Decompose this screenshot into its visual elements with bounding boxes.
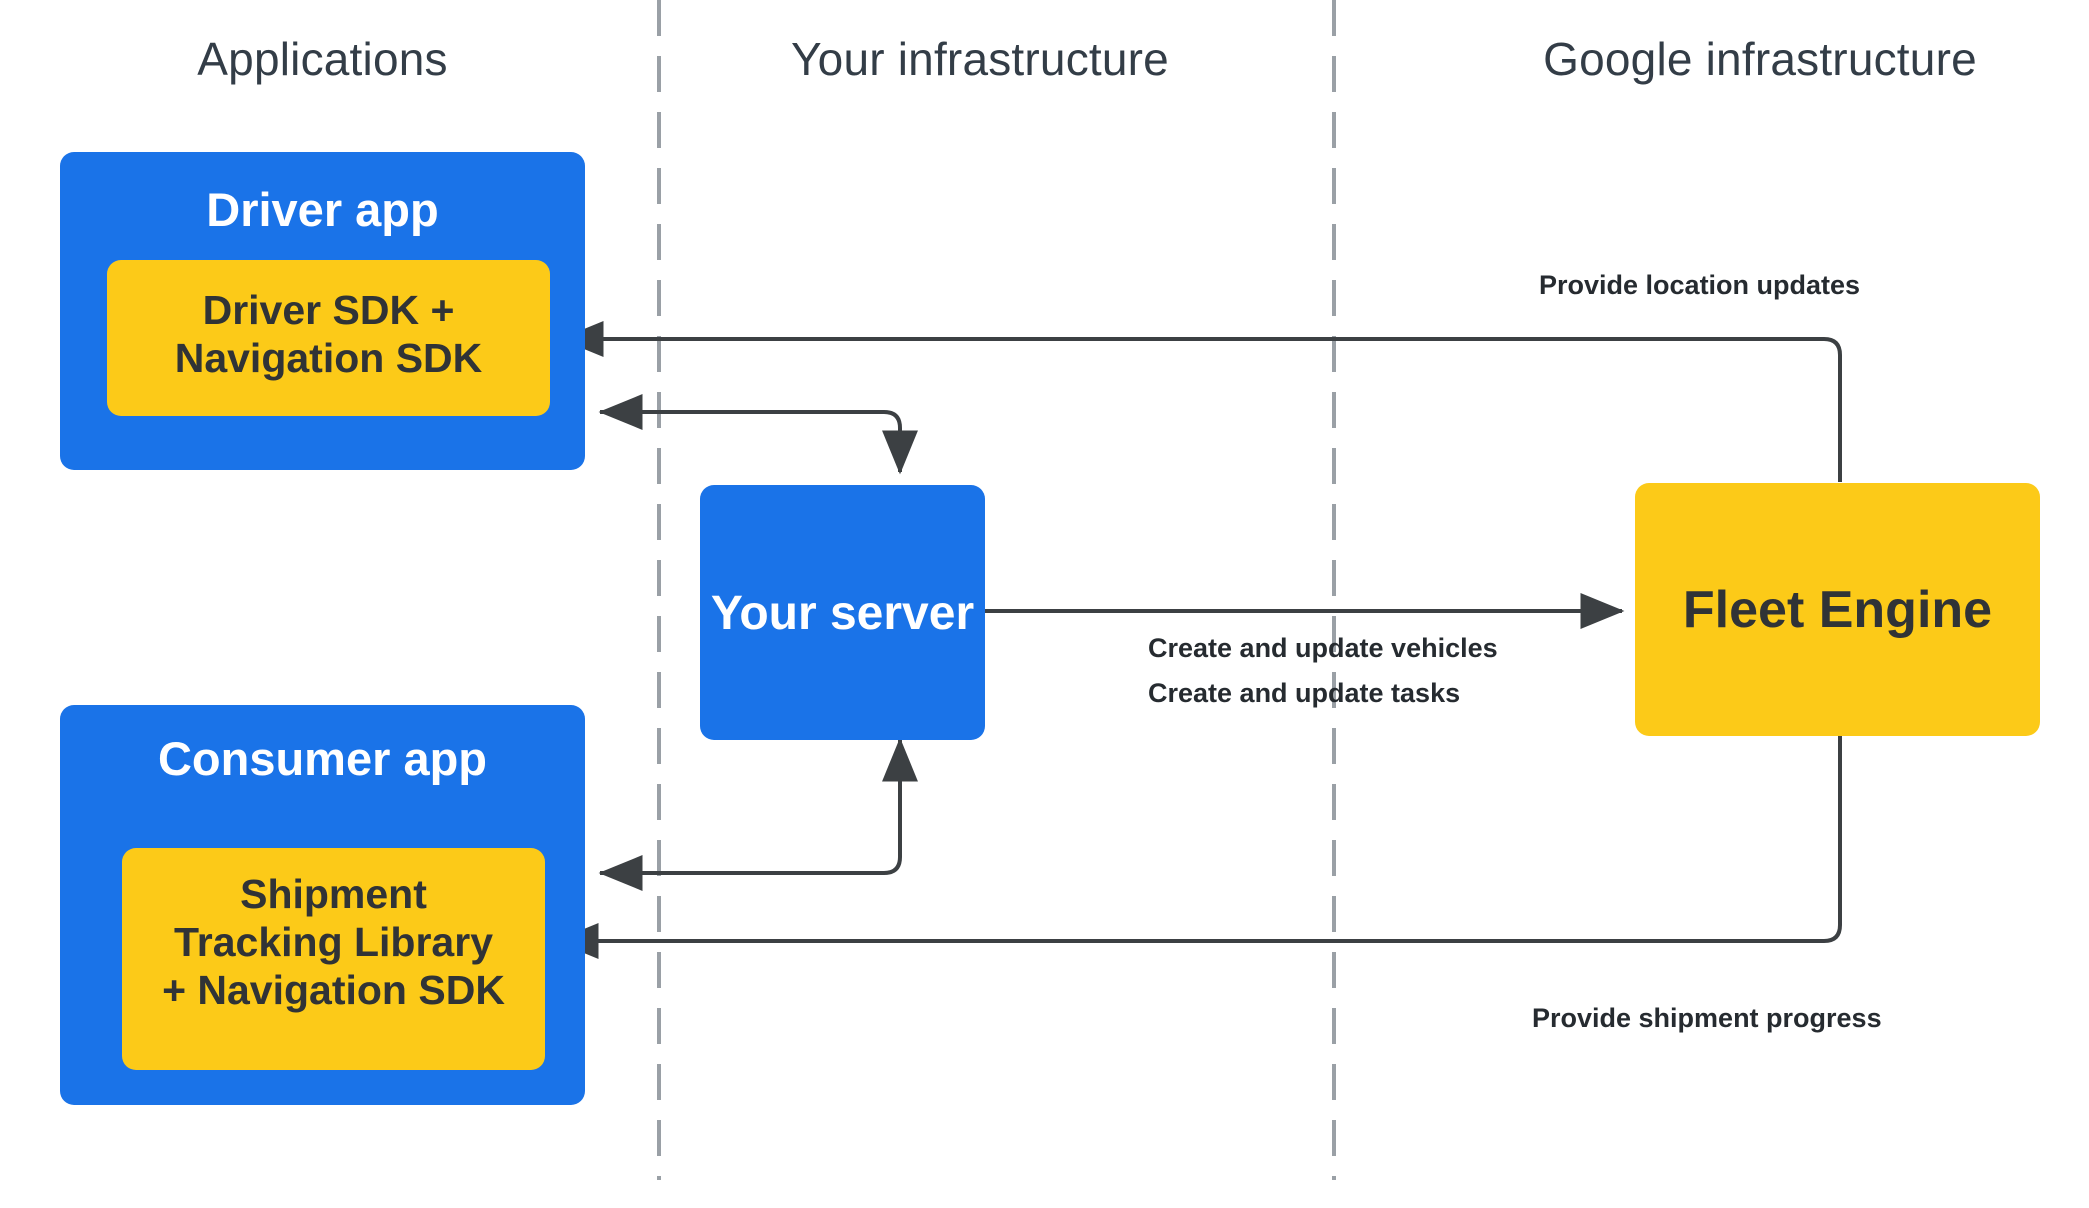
- node-driver-sdk-label-line1: Driver SDK +: [202, 287, 455, 333]
- node-fleet-engine-label: Fleet Engine: [1682, 581, 1993, 639]
- edge-provide-shipment-progress: [554, 736, 1842, 959]
- node-driver-sdk-label-line2: Navigation SDK: [174, 335, 483, 381]
- node-shipment-tracking-library-label-line2: Tracking Library: [173, 919, 493, 965]
- edge-label-provide-shipment-progress: Provide shipment progress: [1532, 1003, 1882, 1033]
- edge-consumer-app-to-your-server: [600, 758, 902, 875]
- node-fleet-engine[interactable]: Fleet Engine: [1635, 483, 2040, 736]
- node-driver-app[interactable]: Driver app Driver SDK + Navigation SDK: [60, 152, 585, 470]
- column-header-google-infrastructure: Google infrastructure: [1543, 33, 1977, 85]
- column-header-applications: Applications: [197, 33, 448, 85]
- node-shipment-tracking-library-label-line3: + Navigation SDK: [162, 967, 505, 1013]
- edge-label-create-and-update-vehicles: Create and update vehicles: [1148, 633, 1498, 663]
- node-consumer-app[interactable]: Consumer app Shipment Tracking Library +…: [60, 705, 585, 1105]
- node-your-server-label: Your server: [710, 587, 975, 640]
- node-shipment-tracking-library-label-line1: Shipment: [240, 871, 427, 917]
- node-driver-app-label: Driver app: [206, 183, 439, 236]
- column-header-your-infrastructure: Your infrastructure: [791, 33, 1169, 85]
- edge-label-create-and-update-tasks: Create and update tasks: [1148, 678, 1461, 708]
- node-shipment-tracking-library[interactable]: Shipment Tracking Library + Navigation S…: [122, 848, 545, 1070]
- edge-provide-location-updates: [559, 321, 1842, 482]
- edge-your-server-to-driver-app: [600, 410, 902, 470]
- node-your-server[interactable]: Your server: [700, 485, 985, 740]
- node-consumer-app-label: Consumer app: [157, 732, 488, 785]
- node-driver-sdk[interactable]: Driver SDK + Navigation SDK: [107, 260, 550, 416]
- edge-label-provide-location-updates: Provide location updates: [1539, 270, 1861, 300]
